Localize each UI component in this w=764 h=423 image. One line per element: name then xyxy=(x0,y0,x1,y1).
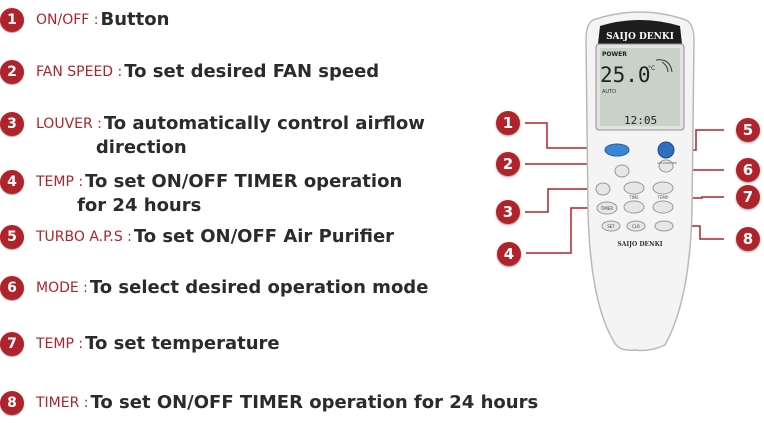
description-line: To set temperature xyxy=(85,333,280,354)
legend-item-8: 8 TIMER :To set ON/OFF TIMER operation fo… xyxy=(0,391,538,415)
legend-key: FAN SPEED : xyxy=(36,64,123,80)
description-line: To set desired FAN speed xyxy=(124,61,380,82)
number-badge: 3 xyxy=(0,112,24,136)
legend-item-7: 7 TEMP :To set temperature xyxy=(0,332,280,356)
description-line: for 24 hours xyxy=(77,195,202,216)
screen-unit: °C xyxy=(648,65,655,72)
callout-3: 3 xyxy=(496,200,520,224)
legend-item-6: 6 MODE :To select desired operation mode xyxy=(0,276,428,300)
legend-key: TEMP : xyxy=(36,174,84,190)
legend-key: TURBO A.P.S : xyxy=(36,229,132,245)
legend-description: To set desired FAN speed xyxy=(124,60,379,84)
remote-brand-bottom: SAIJO DENKI xyxy=(617,241,662,248)
callout-6: 6 xyxy=(736,158,760,182)
temp-label: TEMP xyxy=(657,195,669,200)
screen-clock: 12:05 xyxy=(624,114,657,127)
legend-item-3: 3 LOUVER :To automatically control airflo… xyxy=(0,112,425,160)
air-purifier-label: AIR PURIFIER xyxy=(657,161,677,165)
callout-2: 2 xyxy=(496,152,520,176)
legend-key: ON/OFF : xyxy=(36,12,99,28)
remote-buttons xyxy=(595,141,675,232)
legend-description: To set ON/OFF TIMER operation for 24 hour… xyxy=(77,170,403,218)
description-line: To select desired operation mode xyxy=(89,277,429,298)
number-badge: 6 xyxy=(0,276,24,300)
callout-7: 7 xyxy=(736,185,760,209)
number-badge: 2 xyxy=(0,60,24,84)
remote-body xyxy=(585,11,695,352)
number-badge: 8 xyxy=(0,391,24,415)
legend-description: To select desired operation mode xyxy=(90,276,429,300)
description-line: To set ON/OFF TIMER operation xyxy=(85,171,403,192)
legend-item-2: 2 FAN SPEED :To set desired FAN speed xyxy=(0,60,379,84)
screen-temperature: 25.0 xyxy=(600,63,651,87)
description-line: To automatically control airflow xyxy=(103,113,425,134)
legend-description: To set temperature xyxy=(85,332,280,356)
legend-key: TEMP : xyxy=(36,336,84,352)
legend-description: To automatically control airflow directio… xyxy=(96,112,425,160)
description-line: To set ON/OFF Air Purifier xyxy=(133,226,395,247)
number-badge: 5 xyxy=(0,225,24,249)
legend-item-4: 4 TEMP :To set ON/OFF TIMER operation for … xyxy=(0,170,402,218)
description-line: direction xyxy=(95,137,187,158)
callout-5: 5 xyxy=(736,118,760,142)
remote-brand: SAIJO DENKI xyxy=(606,32,674,42)
legend-description: Button xyxy=(101,8,170,32)
legend-description: To set ON/OFF Air Purifier xyxy=(134,225,394,249)
description-line: To set ON/OFF TIMER operation for 24 hou… xyxy=(90,392,539,413)
legend-item-5: 5 TURBO A.P.S :To set ON/OFF Air Purifier xyxy=(0,225,394,249)
clr-button-label: CLR xyxy=(632,224,640,229)
legend-key: LOUVER : xyxy=(36,116,102,132)
number-badge: 7 xyxy=(0,332,24,356)
timer-button-label: TIMER xyxy=(600,206,614,211)
description-line: Button xyxy=(100,9,170,30)
callout-4: 4 xyxy=(497,242,521,266)
number-badge: 4 xyxy=(0,170,24,194)
time-label: TIME xyxy=(628,195,639,200)
number-badge: 1 xyxy=(0,8,24,32)
callout-1: 1 xyxy=(496,111,520,135)
set-button-label: SET xyxy=(607,224,615,229)
legend-description: To set ON/OFF TIMER operation for 24 hou… xyxy=(91,391,539,415)
fan-icon xyxy=(655,59,673,73)
legend-item-1: 1 ON/OFF :Button xyxy=(0,8,169,32)
legend-key: MODE : xyxy=(36,280,88,296)
screen-auto-label: AUTO xyxy=(602,89,616,95)
screen-power-label: POWER xyxy=(602,51,627,58)
callout-8: 8 xyxy=(736,227,760,251)
legend-key: TIMER : xyxy=(36,395,89,411)
